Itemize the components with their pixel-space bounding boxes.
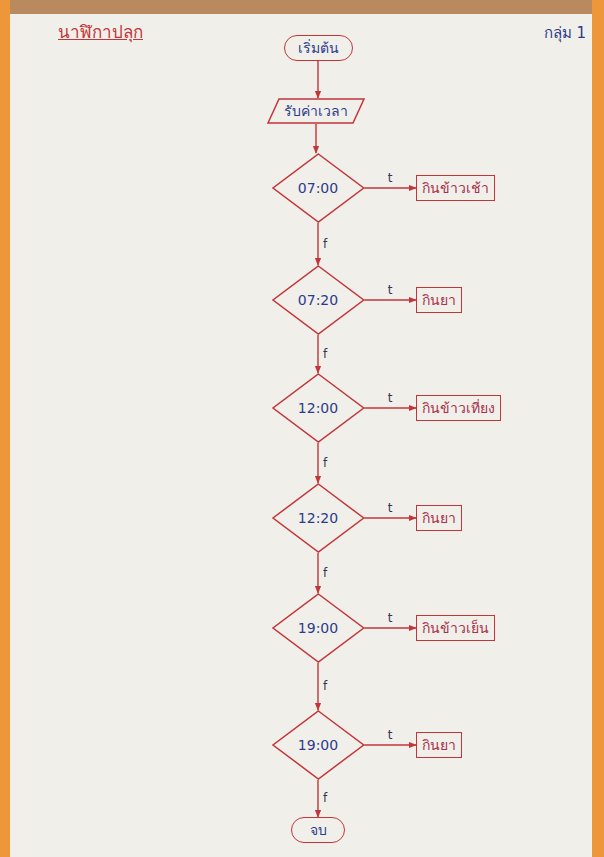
branch-label: t [388, 171, 393, 185]
flow-arrow [364, 744, 416, 745]
flow-arrow [364, 407, 416, 408]
node-text: กินข้าวเย็น [422, 620, 489, 637]
title: นาฬิกาปลุก [58, 22, 143, 42]
flow-arrow [317, 443, 318, 483]
branch-label: f [323, 347, 327, 361]
node-text: 19:00 [298, 620, 338, 637]
branch-label: t [388, 283, 393, 297]
node-text: 12:20 [298, 510, 338, 527]
shape-polygon [273, 154, 364, 222]
node-text: 12:00 [298, 400, 338, 417]
wood-strip [10, 0, 592, 14]
branch-label: f [323, 456, 327, 470]
process-box: กินข้าวเย็น [416, 615, 495, 641]
node-text: กินยา [422, 292, 456, 309]
node-text: 07:00 [298, 180, 338, 197]
group-label: กลุ่ม 1 [544, 24, 586, 42]
shape-polygon [268, 99, 364, 123]
shape-polygon [273, 484, 364, 552]
shape-polygon [273, 374, 364, 442]
decision-diamond: 12:20 [272, 483, 365, 553]
node-text: จบ [310, 822, 327, 839]
process-box: กินข้าวเที่ยง [416, 395, 501, 421]
process-box: กินยา [416, 732, 462, 758]
flow-arrow [317, 335, 318, 373]
branch-label: t [388, 728, 393, 742]
paper-sheet [10, 0, 592, 857]
node-text: กินข้าวเช้า [422, 180, 489, 197]
flow-arrow [364, 517, 416, 518]
node-text: กินยา [422, 737, 456, 754]
branch-label: f [323, 237, 327, 251]
decision-diamond: 07:20 [272, 265, 365, 335]
flow-arrow [315, 124, 316, 153]
decision-diamond: 19:00 [272, 593, 365, 663]
branch-label: f [323, 566, 327, 580]
decision-diamond: 19:00 [272, 710, 365, 780]
node-text: 07:20 [298, 292, 338, 309]
shape-polygon [273, 266, 364, 334]
branch-label: f [323, 679, 327, 693]
shape-polygon [273, 711, 364, 779]
decision-diamond: 12:00 [272, 373, 365, 443]
node-text: กินยา [422, 510, 456, 527]
node-text: กินข้าวเที่ยง [422, 400, 495, 417]
terminal-pill: เริ่มต้น [284, 35, 353, 61]
branch-label: t [388, 391, 393, 405]
flow-arrow [317, 553, 318, 593]
input-parallelogram: รับค่าเวลา [267, 98, 365, 124]
flow-arrow [317, 61, 318, 98]
process-box: กินยา [416, 287, 462, 313]
decision-diamond: 07:00 [272, 153, 365, 223]
node-text: 19:00 [298, 737, 338, 754]
flow-arrow [364, 299, 416, 300]
process-box: กินยา [416, 505, 462, 531]
flow-arrow [317, 223, 318, 265]
branch-label: t [388, 501, 393, 515]
flow-arrow [364, 187, 416, 188]
node-text: เริ่มต้น [298, 40, 339, 57]
shape-polygon [273, 594, 364, 662]
branch-label: t [388, 611, 393, 625]
flow-arrow [317, 663, 318, 710]
process-box: กินข้าวเช้า [416, 175, 495, 201]
flow-arrow [317, 780, 318, 817]
terminal-pill: จบ [291, 817, 345, 843]
branch-label: f [323, 791, 327, 805]
flow-arrow [364, 627, 416, 628]
node-text: รับค่าเวลา [284, 103, 348, 120]
